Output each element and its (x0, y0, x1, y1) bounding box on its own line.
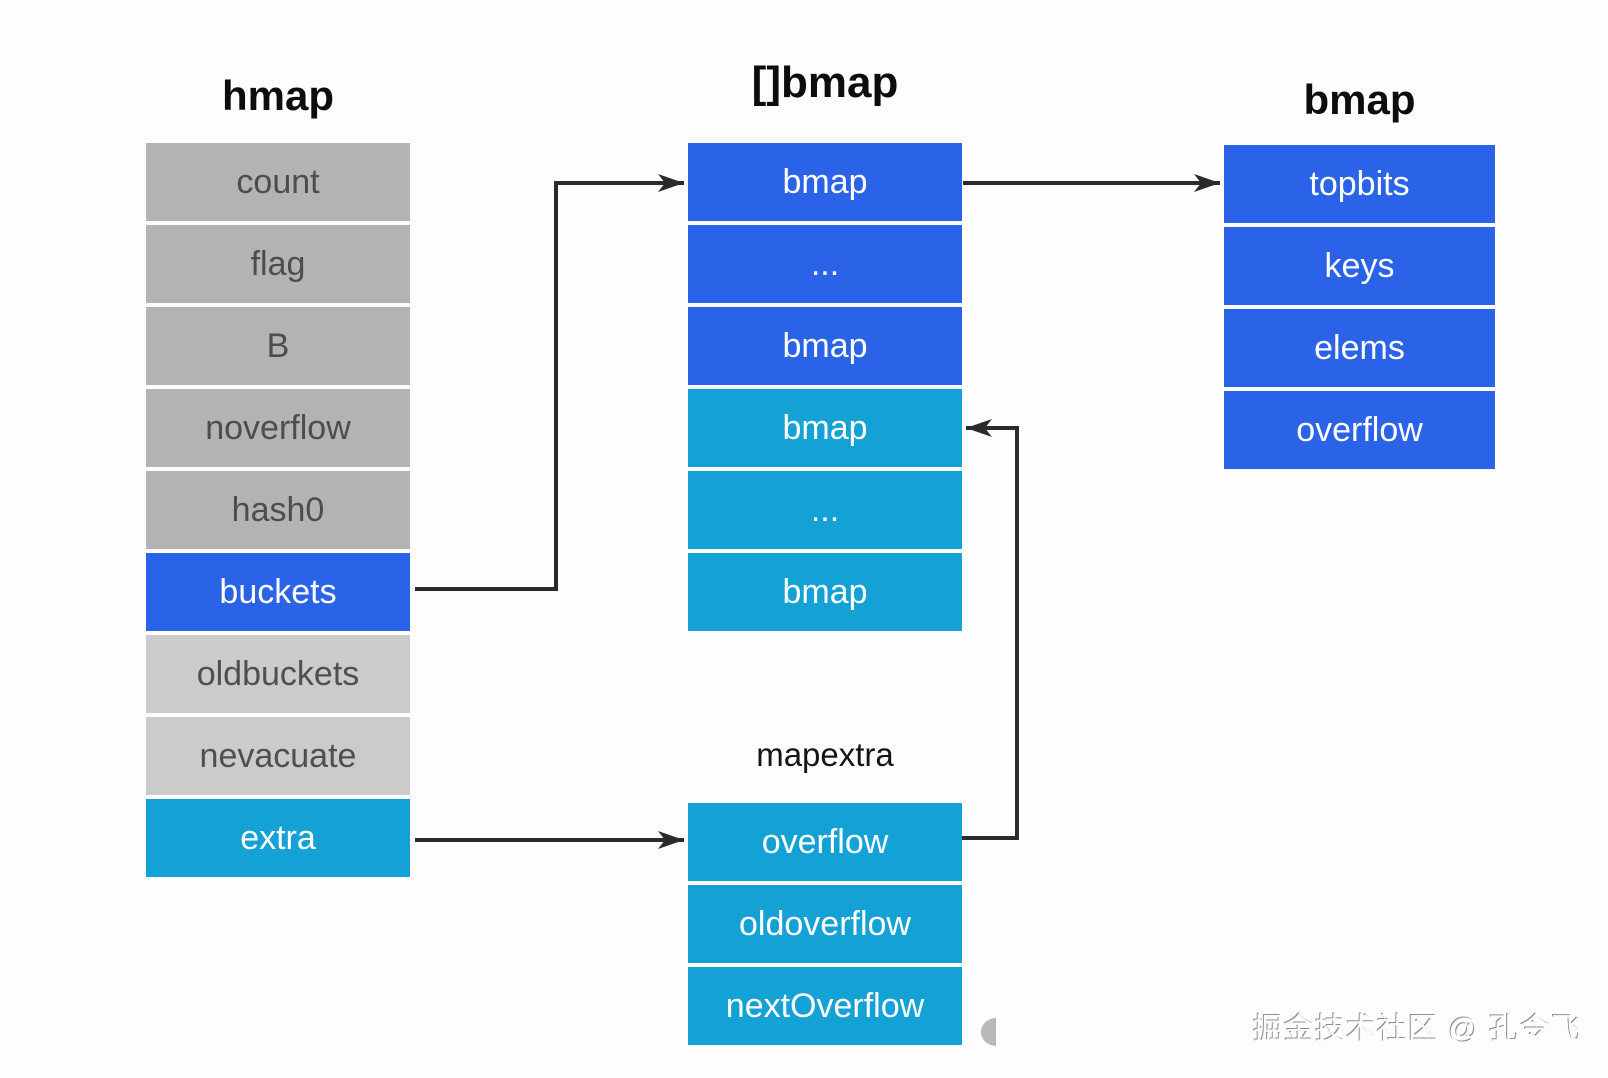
hmap-row-flag: flag (146, 225, 410, 303)
mapextra-row-oldoverflow: oldoverflow (688, 885, 962, 963)
bmap-row-elems: elems (1224, 309, 1495, 387)
hmap-row-b: B (146, 307, 410, 385)
mapextra-row-overflow: overflow (688, 803, 962, 881)
bmap-array-row-ellipsis-0: ... (688, 225, 962, 303)
mapextra-struct: overflow oldoverflow nextOverflow (688, 803, 962, 1049)
bmap-row-overflow: overflow (1224, 391, 1495, 469)
hmap-title: hmap (221, 72, 334, 119)
bmap-array-title: []bmap (751, 58, 899, 107)
mapextra-row-nextoverflow: nextOverflow (688, 967, 962, 1045)
bmap-row-topbits: topbits (1224, 145, 1495, 223)
mapextra-title: mapextra (756, 736, 894, 773)
hmap-row-hash0: hash0 (146, 471, 410, 549)
hmap-row-noverflow: noverflow (146, 389, 410, 467)
bmap-row-keys: keys (1224, 227, 1495, 305)
bmap-array-row-bmap-0: bmap (688, 143, 962, 221)
bmap-struct: topbits keys elems overflow (1224, 145, 1495, 473)
hmap-struct: count flag B noverflow hash0 buckets old… (146, 143, 410, 881)
hmap-row-nevacuate: nevacuate (146, 717, 410, 795)
bmap-array-row-ellipsis-1: ... (688, 471, 962, 549)
arrow-overflow-to-cyan-bmap (962, 419, 1019, 840)
watermark: 掘金技术社区 @ 孔令飞 (1252, 1013, 1582, 1046)
bmap-array-row-bmap-1: bmap (688, 307, 962, 385)
crescent-shape (981, 1018, 996, 1046)
bmap-array-row-bmap-3: bmap (688, 553, 962, 631)
arrow-buckets-to-bmap-array (415, 174, 684, 591)
hmap-row-oldbuckets: oldbuckets (146, 635, 410, 713)
hmap-row-extra: extra (146, 799, 410, 877)
bmap-array-struct: bmap ... bmap bmap ... bmap (688, 143, 962, 635)
hmap-row-count: count (146, 143, 410, 221)
bmap-array-row-bmap-2: bmap (688, 389, 962, 467)
hmap-row-buckets: buckets (146, 553, 410, 631)
bmap-title: bmap (1303, 76, 1416, 123)
